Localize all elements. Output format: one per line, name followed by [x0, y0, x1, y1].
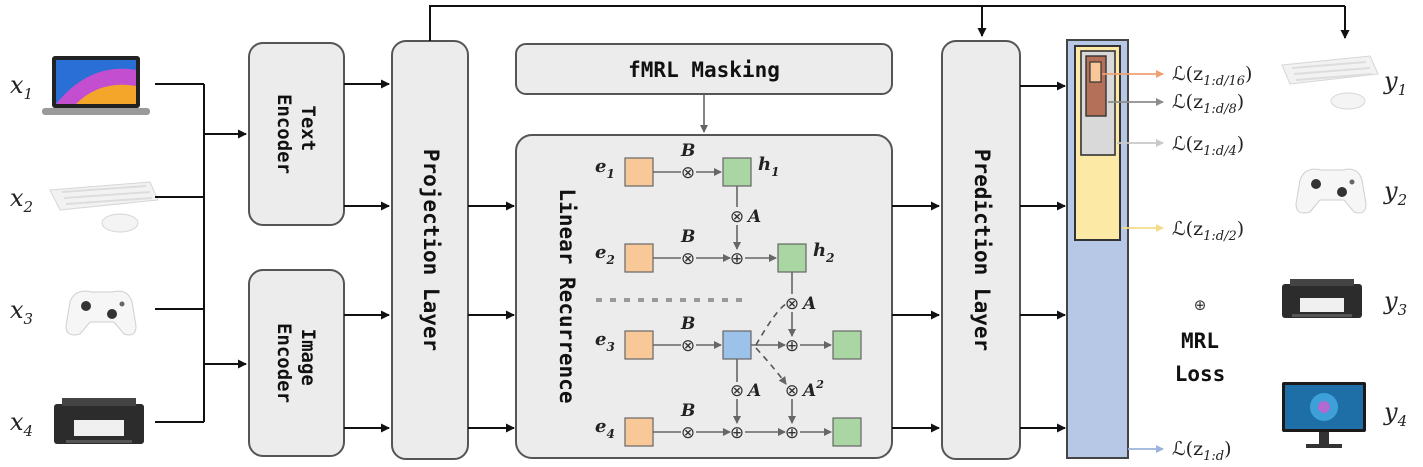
- loss-label-d16: ℒ(z1:d/16): [1172, 63, 1252, 89]
- oplus-r4b: ⊕: [785, 423, 799, 443]
- hidden-h2: [777, 243, 807, 273]
- recurrence-to-prediction-arrows: [892, 201, 940, 433]
- input-label-x2: x2: [10, 184, 33, 216]
- label-e4: e4: [595, 416, 615, 441]
- hidden-h1: [722, 157, 752, 187]
- fmrl-masking-block: fMRL Masking: [515, 43, 893, 95]
- output-1-keyboard-icon: [1281, 55, 1379, 110]
- input-label-x4: x4: [10, 408, 33, 440]
- input-routing-lines: [155, 83, 247, 423]
- image-encoder-block: Image Encoder: [248, 269, 345, 457]
- otimes-a-r3: ⊗: [730, 381, 744, 401]
- A-r2: A: [801, 294, 816, 314]
- hidden-h4-out: [832, 417, 862, 447]
- output-label-y2: y2: [1383, 177, 1407, 209]
- output-2-gamepad-icon: [1295, 168, 1367, 214]
- otimes-r2: ⊗: [681, 249, 695, 269]
- label-h1: h1: [758, 154, 779, 179]
- input-3-gamepad-icon: [65, 290, 137, 336]
- otimes-r3: ⊗: [681, 336, 695, 356]
- linear-recurrence-block: Linear Recurrence: [515, 134, 893, 459]
- dashed-curve-up: [755, 303, 787, 346]
- image-encoder-label: Image Encoder: [273, 323, 319, 403]
- hidden-h3-out: [832, 330, 862, 360]
- fmrl-masking-label: fMRL Masking: [628, 58, 780, 82]
- matryoshka-embedding-column: [1066, 39, 1129, 459]
- prediction-to-output-arrows: [1020, 81, 1066, 433]
- projection-layer-label: Projection Layer: [419, 149, 443, 351]
- B-r3: B: [680, 314, 695, 334]
- otimes-a-r1: ⊗: [730, 207, 744, 227]
- input-label-x1: x1: [10, 71, 33, 103]
- A-squared: A2: [801, 378, 824, 401]
- output-label-y1: y1: [1383, 67, 1407, 99]
- label-h2: h2: [813, 240, 834, 265]
- projection-layer-block: Projection Layer: [391, 40, 469, 460]
- loss-label-d4: ℒ(z1:d/4): [1172, 133, 1244, 159]
- A-r1: A: [746, 207, 761, 227]
- loss-label-full: ℒ(z1:d): [1172, 438, 1232, 464]
- projection-to-recurrence-arrows: [468, 201, 515, 433]
- text-encoder-block: Text Encoder: [248, 42, 345, 226]
- oplus-r4a: ⊕: [730, 423, 744, 443]
- B-r2: B: [680, 227, 695, 247]
- label-e3: e3: [595, 329, 615, 354]
- embedding-e1: [624, 157, 654, 187]
- otimes-a2: ⊗: [785, 381, 799, 401]
- embedding-e3: [624, 330, 654, 360]
- embedding-e2: [624, 243, 654, 273]
- recurrence-graph: ⊗ B e1 h1 ⊗ A ⊗ ⊕ B e2 h2 ⊗ A ⊗: [595, 141, 862, 447]
- label-e1: e1: [595, 156, 615, 181]
- mrl-loss-line2: Loss: [1175, 362, 1226, 386]
- label-e2: e2: [595, 242, 615, 267]
- otimes-r4: ⊗: [681, 423, 695, 443]
- B-r4: B: [680, 401, 695, 421]
- text-encoder-label: Text Encoder: [273, 94, 319, 174]
- A-r3: A: [746, 381, 761, 401]
- prediction-layer-label: Prediction Layer: [970, 149, 994, 351]
- input-4-printer-icon: [54, 398, 144, 444]
- loss-arrows: [1102, 70, 1164, 453]
- output-4-monitor-icon: [1282, 382, 1366, 448]
- mrl-oplus-symbol: ⊕: [1194, 296, 1207, 314]
- output-label-y4: y4: [1383, 398, 1407, 430]
- input-2-keyboard-icon: [49, 181, 159, 233]
- linear-recurrence-label: Linear Recurrence: [555, 189, 579, 404]
- mrl-loss-line1: MRL: [1181, 329, 1219, 353]
- loss-label-d2: ℒ(z1:d/2): [1172, 218, 1244, 244]
- hidden-h3-blue: [722, 330, 752, 360]
- input-1-laptop-icon: [42, 56, 150, 115]
- embedding-e4: [624, 417, 654, 447]
- output-3-printer-icon: [1282, 279, 1362, 318]
- B-r1: B: [680, 141, 695, 161]
- output-label-y3: y3: [1383, 287, 1407, 319]
- otimes-a-r2: ⊗: [785, 294, 799, 314]
- prediction-layer-block: Prediction Layer: [941, 40, 1021, 460]
- loss-label-d8: ℒ(z1:d/8): [1172, 91, 1244, 117]
- oplus-r2: ⊕: [730, 249, 744, 269]
- oplus-r3: ⊕: [785, 336, 799, 356]
- skip-connection-lines: [429, 5, 1350, 41]
- encoder-to-projection-arrows: [344, 79, 390, 433]
- dashed-curve-down: [755, 347, 787, 385]
- input-label-x3: x3: [10, 296, 33, 328]
- otimes-r1: ⊗: [681, 163, 695, 183]
